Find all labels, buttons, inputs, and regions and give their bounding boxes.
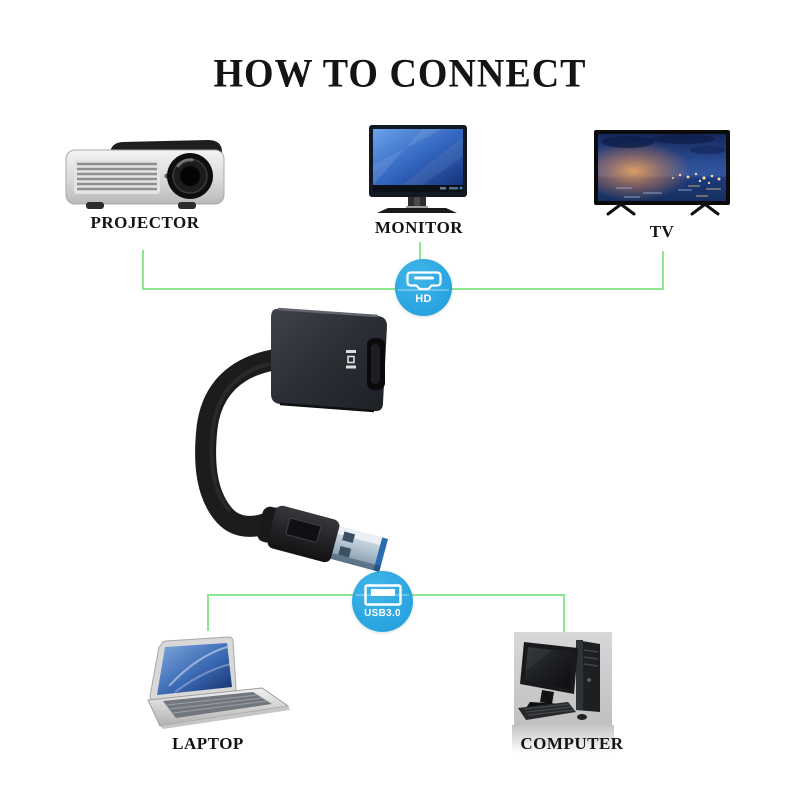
hdmi-logo-icon bbox=[346, 350, 356, 369]
usb-badge: USB3.0 bbox=[352, 571, 413, 632]
laptop-label: LAPTOP bbox=[172, 734, 244, 753]
computer-label: COMPUTER bbox=[520, 734, 624, 753]
computer-image bbox=[512, 630, 614, 754]
projector-image bbox=[62, 134, 230, 218]
tv-label: TV bbox=[649, 222, 675, 241]
monitor-label: MONITOR bbox=[374, 218, 464, 237]
hdmi-badge: HD bbox=[395, 259, 452, 316]
connector-line-projector bbox=[142, 250, 144, 290]
computer-icon bbox=[512, 632, 614, 754]
usb-badge-label: USB3.0 bbox=[364, 608, 401, 619]
laptop-image bbox=[145, 634, 295, 729]
tv-icon bbox=[594, 130, 730, 216]
hdmi-badge-label: HD bbox=[415, 292, 432, 305]
connector-line-laptop bbox=[207, 594, 209, 631]
projector-label: PROJECTOR bbox=[90, 213, 200, 232]
usb-port-icon bbox=[363, 584, 402, 606]
laptop-icon bbox=[147, 636, 290, 729]
projector-icon bbox=[65, 140, 225, 209]
monitor-icon bbox=[369, 125, 467, 213]
tv-image bbox=[588, 126, 738, 218]
monitor-image bbox=[362, 123, 472, 215]
connector-line-computer bbox=[563, 594, 565, 633]
adapter-image bbox=[165, 298, 415, 588]
usb-to-hdmi-adapter-icon bbox=[195, 307, 388, 572]
connector-line-monitor bbox=[419, 242, 421, 262]
hdmi-port-icon bbox=[405, 270, 442, 290]
page-title: HOW TO CONNECT bbox=[213, 51, 587, 97]
connector-line-tv bbox=[662, 251, 664, 290]
